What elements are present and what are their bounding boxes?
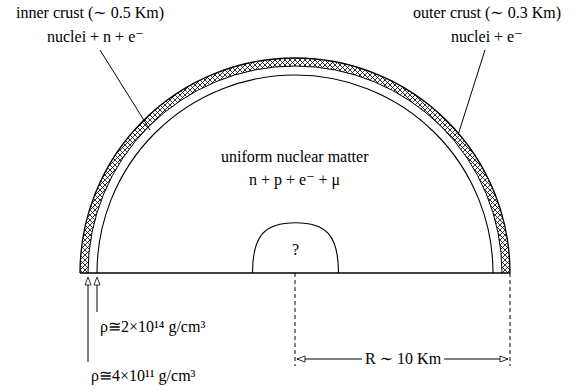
arrowhead — [94, 277, 100, 285]
region-outline-path — [97, 75, 493, 273]
crust-label: outer crust (∼ 0.3 Km) — [413, 4, 561, 22]
arrowhead — [297, 356, 305, 362]
density-label: ρ≅4×10¹¹ g/cm³ — [91, 367, 195, 385]
surface-arc — [80, 58, 510, 273]
region-text: ? — [292, 241, 299, 259]
density-arrow — [88, 279, 89, 362]
dimension-label: R ∼ 10 Km — [362, 350, 444, 368]
region-text: n + p + e⁻ + μ — [249, 171, 340, 189]
composition-label: nuclei + n + e⁻ — [47, 28, 144, 46]
leader-line — [458, 50, 485, 135]
unknown-inner-core: ? — [252, 222, 339, 273]
outer-crust-band — [80, 58, 510, 273]
core-region: uniform nuclear matter n + p + e⁻ + μ? — [97, 75, 493, 273]
dimension-line — [295, 273, 296, 366]
region-outline-path — [253, 223, 339, 273]
arrowhead — [500, 356, 508, 362]
arrowhead — [85, 277, 91, 285]
crust-label: inner crust (∼ 0.5 Km) — [16, 4, 164, 22]
crust-boundary-arc — [88, 66, 502, 273]
leader-line — [100, 50, 150, 130]
dimension-line — [510, 273, 511, 366]
composition-label: nuclei + e⁻ — [451, 28, 523, 46]
region-text: uniform nuclear matter — [221, 148, 369, 166]
density-label: ρ≅2×10¹⁴ g/cm³ — [100, 318, 205, 336]
